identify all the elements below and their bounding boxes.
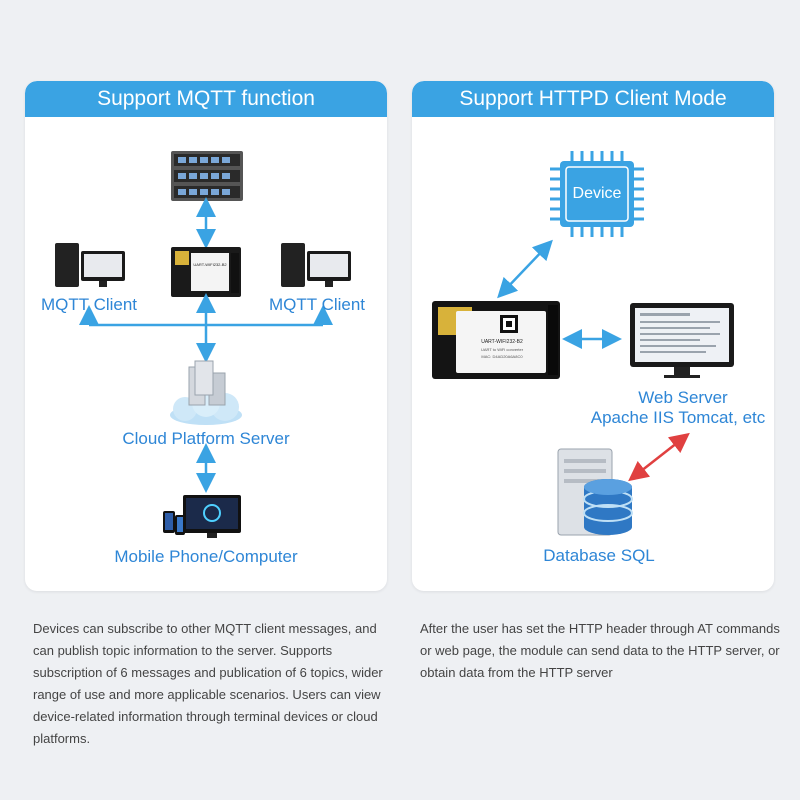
computer-left-icon xyxy=(55,243,125,287)
mobile-computer-icon xyxy=(163,495,241,538)
module-label: UART-WIFI232-B2 xyxy=(193,262,227,267)
httpd-panel-title: Support HTTPD Client Mode xyxy=(412,81,774,117)
module-name-text: UART-WIFI232-B2 xyxy=(481,339,523,345)
database-icon xyxy=(557,448,633,536)
web-server-monitor-icon xyxy=(630,303,734,378)
device-label: Device xyxy=(572,185,622,202)
module-sub-text: UART to WiFi converter xyxy=(481,347,524,352)
device-chip-icon xyxy=(550,151,644,237)
mqtt-description: Devices can subscribe to other MQTT clie… xyxy=(33,621,383,746)
cloud-server-icon xyxy=(170,360,242,425)
httpd-description: After the user has set the HTTP header t… xyxy=(420,621,780,680)
mqtt-diagram: UART-WIFI232-B2 xyxy=(55,151,351,538)
computer-right-icon xyxy=(281,243,351,287)
mqtt-panel-title: Support MQTT function xyxy=(25,81,387,117)
cloud-server-label: Cloud Platform Server xyxy=(122,429,290,448)
mqtt-client-left-label: MQTT Client xyxy=(41,295,138,314)
mobile-computer-label: Mobile Phone/Computer xyxy=(114,547,298,566)
mqtt-panel: Support MQTT function U xyxy=(25,81,387,591)
web-server-sub-label: Apache IIS Tomcat, etc xyxy=(590,408,766,427)
database-label: Database SQL xyxy=(543,546,655,565)
server-rack-icon xyxy=(171,151,243,201)
httpd-diagram: UART-WIFI232-B2 UART to WiFi converter M… xyxy=(432,151,734,536)
module-mac-text: MAC: D4AD20A6A8C0 xyxy=(481,354,523,359)
httpd-panel: Support HTTPD Client Mode xyxy=(412,81,774,591)
mqtt-client-right-label: MQTT Client xyxy=(269,295,366,314)
wifi-module-icon: UART-WIFI232-B2 xyxy=(171,247,241,297)
wifi-module-icon: UART-WIFI232-B2 UART to WiFi converter M… xyxy=(432,301,560,379)
web-server-label: Web Server xyxy=(638,388,728,407)
